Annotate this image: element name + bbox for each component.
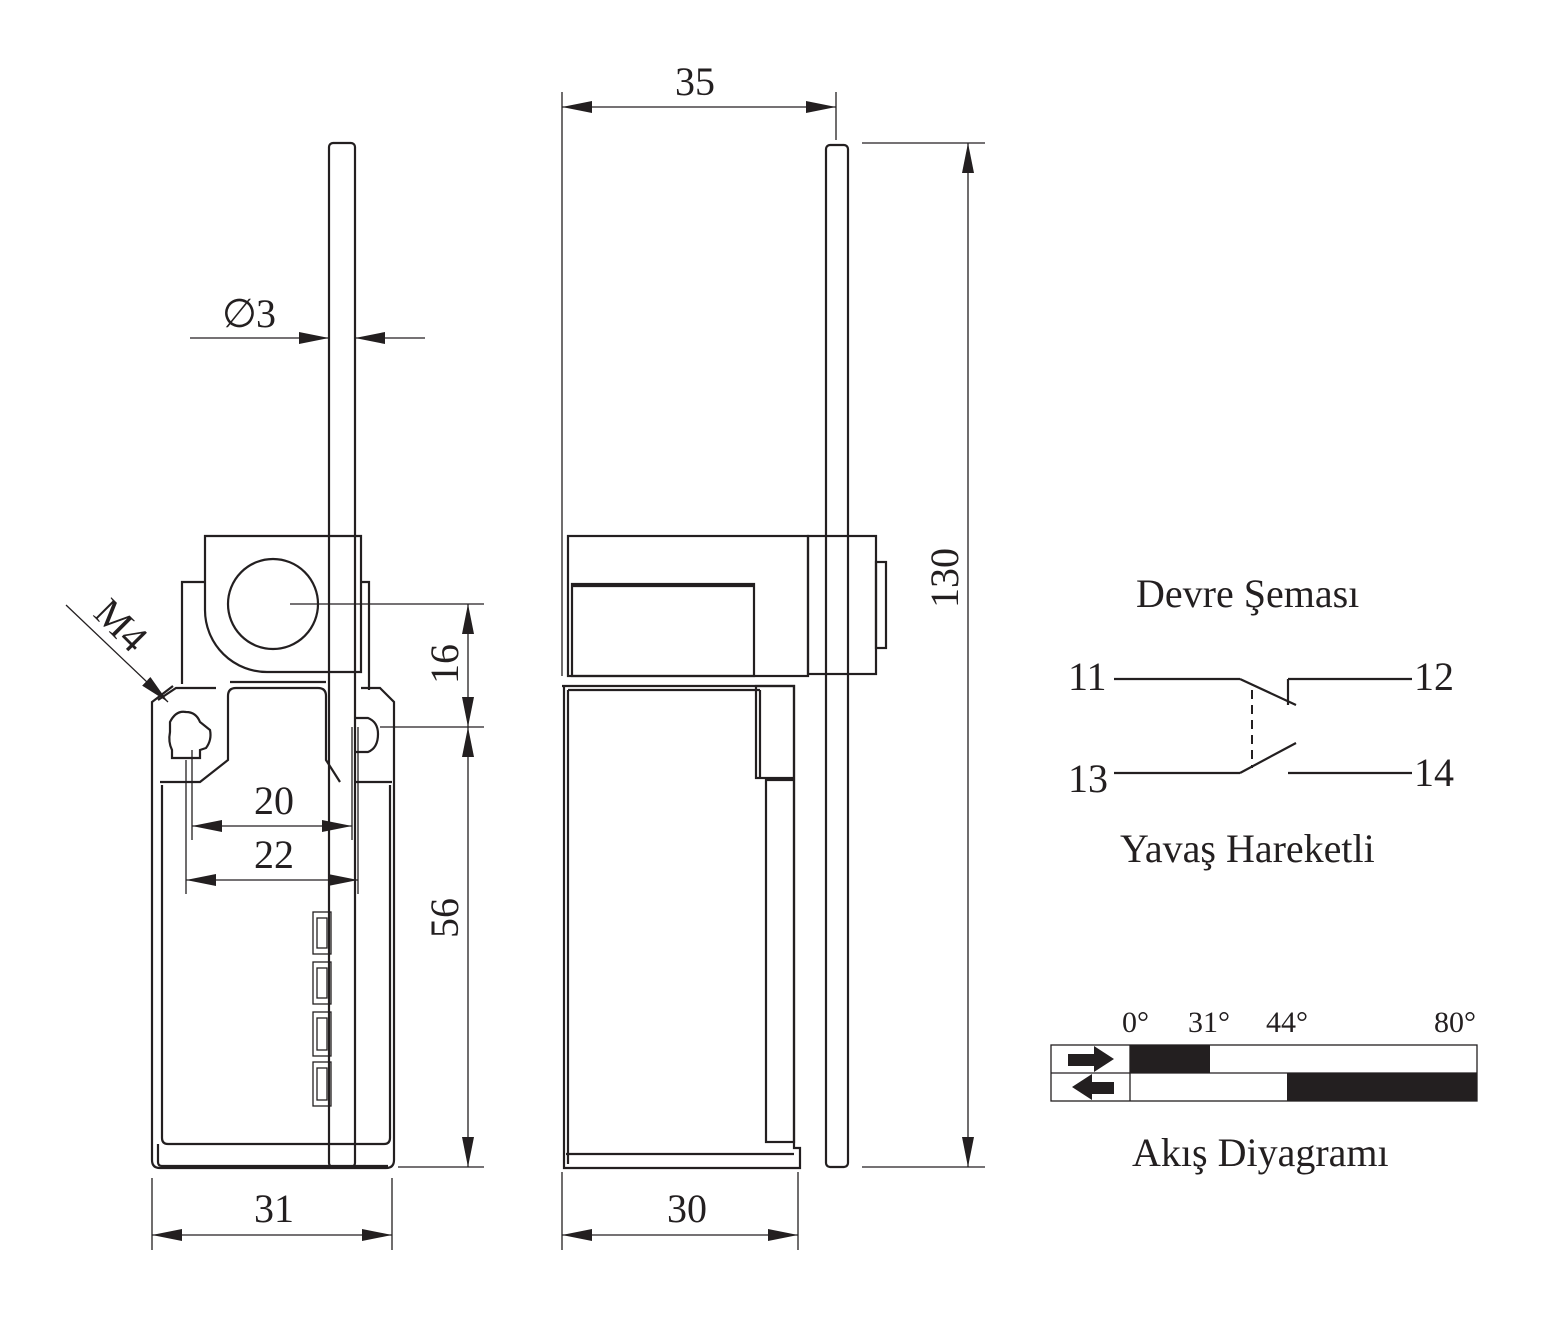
arrow-left-icon — [1072, 1074, 1114, 1100]
circuit-title: Devre Şeması — [1136, 571, 1359, 616]
phi-symbol: ∅ — [222, 291, 257, 336]
dim-16: 16 — [422, 644, 467, 684]
side-head-inner — [570, 582, 756, 678]
side-head — [566, 534, 810, 678]
dim-56: 56 — [422, 898, 467, 938]
side-clamp — [806, 534, 878, 676]
dim-30: 30 — [667, 1186, 707, 1231]
side-dimensions — [561, 92, 985, 1250]
front-cover — [160, 785, 392, 1146]
arrow-right-icon — [1068, 1046, 1114, 1072]
no-contact — [1239, 742, 1297, 774]
shaft-housing-left — [180, 580, 205, 684]
m4-slot-left — [168, 710, 212, 760]
lever-head — [203, 534, 363, 674]
body-base — [156, 1144, 388, 1168]
front-view — [150, 141, 396, 1170]
flow-title: Akış Diyagramı — [1132, 1130, 1389, 1175]
side-actuator — [754, 684, 796, 780]
angle-31: 31° — [1188, 1006, 1230, 1039]
angle-0: 0° — [1122, 1006, 1149, 1039]
angle-44: 44° — [1266, 1006, 1308, 1039]
dim-m4: M4 — [86, 590, 157, 661]
side-view — [562, 143, 888, 1170]
terminal-13: 13 — [1068, 756, 1108, 801]
front-body-outer — [150, 685, 396, 1170]
slot-right — [354, 716, 380, 754]
front-rod — [327, 141, 357, 1169]
shaft-housing-right — [361, 580, 371, 690]
dim-20: 20 — [254, 778, 294, 823]
dim-130: 130 — [922, 548, 967, 608]
dim-35: 35 — [675, 59, 715, 104]
side-rail — [764, 778, 796, 1144]
side-rod — [824, 143, 850, 1169]
dim-22: 22 — [254, 832, 294, 877]
flow-diagram — [1050, 1044, 1478, 1102]
cover-notch — [160, 686, 341, 784]
dim-phi-3: 3 — [256, 291, 276, 336]
terminal-block — [312, 911, 332, 1107]
flow-bar-forward — [1130, 1045, 1210, 1073]
flow-bar-return — [1287, 1073, 1477, 1101]
side-clamp-screw — [874, 560, 888, 650]
circuit-schematic — [1114, 677, 1412, 775]
nc-contact — [1239, 678, 1297, 706]
terminal-11: 11 — [1068, 654, 1107, 699]
angle-80: 80° — [1434, 1006, 1476, 1039]
circuit-subtitle: Yavaş Hareketli — [1120, 826, 1375, 871]
terminal-12: 12 — [1414, 654, 1454, 699]
side-body — [562, 684, 802, 1170]
front-dimensions — [65, 332, 484, 1250]
dim-31: 31 — [254, 1186, 294, 1231]
terminal-14: 14 — [1414, 750, 1454, 795]
